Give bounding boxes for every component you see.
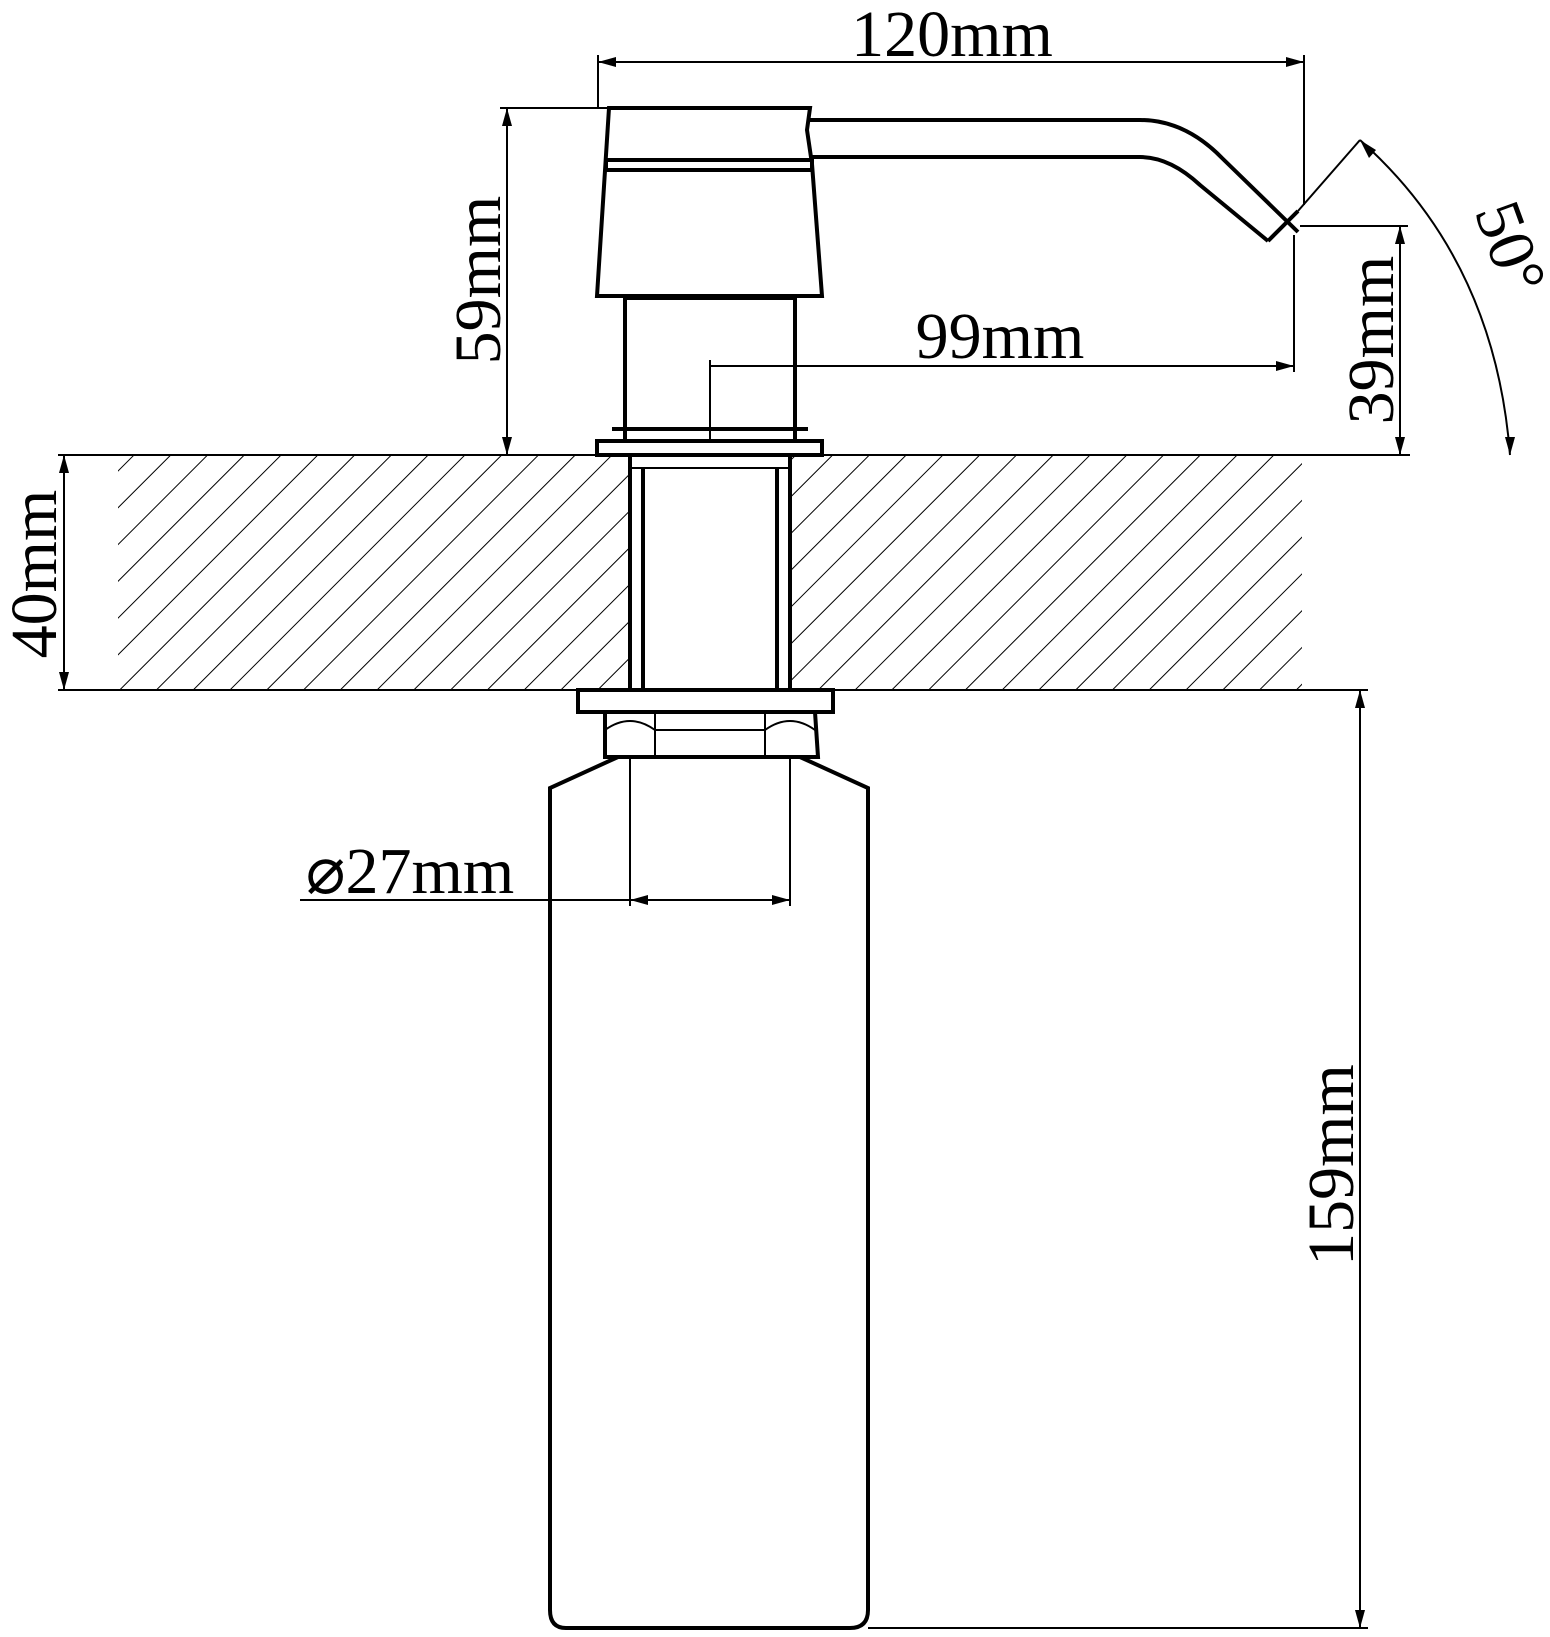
dim-outlet-height <box>1300 225 1410 456</box>
dim-countertop-thickness <box>59 455 69 690</box>
dim-spout-reach <box>709 235 1295 441</box>
label-total-reach: 120mm <box>851 0 1053 71</box>
dim-pump-head-height <box>500 107 608 455</box>
dim-spout-angle <box>1297 139 1515 456</box>
bottle <box>548 755 870 1630</box>
label-spout-reach: 99mm <box>916 300 1085 373</box>
dim-bottle-length <box>868 689 1368 1629</box>
shank <box>628 453 792 692</box>
label-pump-head-height: 59mm <box>442 196 515 365</box>
label-countertop-thickness: 40mm <box>0 490 71 659</box>
label-spout-angle: 50° <box>1460 192 1550 304</box>
dim-total-reach <box>597 55 1305 205</box>
label-bottle-length: 159mm <box>1295 1064 1368 1266</box>
spout <box>810 118 1300 243</box>
lock-nut <box>576 688 835 759</box>
label-outlet-height: 39mm <box>1335 256 1408 425</box>
dim-shank-diameter <box>300 757 791 906</box>
label-shank-diameter: ⌀27mm <box>306 835 514 908</box>
